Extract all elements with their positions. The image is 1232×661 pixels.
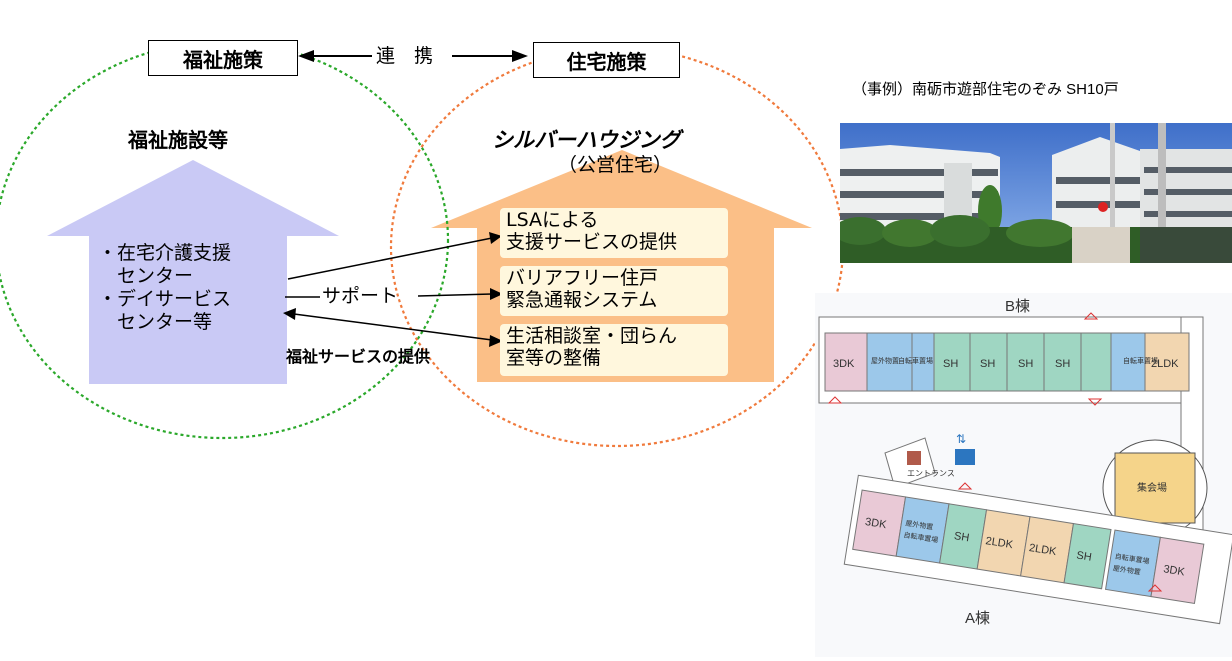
svg-text:3DK: 3DK xyxy=(1162,563,1186,578)
floor-plan: B棟 3DK 屋外物置 自転車置場 SH SH SH SH 自転車置場 2LDK… xyxy=(815,293,1232,657)
welfare-service-label: 福祉サービスの提供 xyxy=(286,347,431,366)
svg-text:3DK: 3DK xyxy=(864,516,888,531)
welfare-circle xyxy=(0,40,450,440)
svg-text:自転車置場: 自転車置場 xyxy=(1123,356,1158,365)
list-item: センター xyxy=(98,265,194,287)
welfare-house-shape xyxy=(47,160,339,384)
consultation-room-box-line1: 生活相談室・団らん xyxy=(506,325,678,347)
lsa-box-line2: 支援サービスの提供 xyxy=(506,231,678,253)
svg-text:2LDK: 2LDK xyxy=(985,535,1015,551)
public-housing-subheading: （公営住宅） xyxy=(558,154,673,176)
svg-text:2LDK: 2LDK xyxy=(1151,358,1179,370)
arrow-welfare-service xyxy=(293,313,493,341)
arrow-to-lsa xyxy=(287,237,493,280)
lsa-box-line1: LSAによる xyxy=(506,209,599,231)
housing-policy-box: 住宅施策 xyxy=(533,42,680,78)
barrierfree-box: バリアフリー住戸 緊急通報システム xyxy=(500,266,728,316)
svg-text:SH: SH xyxy=(1055,358,1070,370)
svg-text:⇅: ⇅ xyxy=(956,432,966,446)
housing-policy-label: 住宅施策 xyxy=(566,49,647,74)
welfare-facilities-heading: 福祉施設等 xyxy=(128,128,228,152)
barrierfree-box-line2: 緊急通報システム xyxy=(506,289,658,311)
welfare-policy-label: 福祉施策 xyxy=(183,47,263,72)
svg-text:屋外物置: 屋外物置 xyxy=(871,356,899,365)
svg-text:自転車置場: 自転車置場 xyxy=(898,356,933,365)
housing-photo xyxy=(840,123,1232,263)
link-label: 連 携 xyxy=(376,45,434,67)
lsa-box: LSAによる 支援サービスの提供 xyxy=(500,208,728,258)
svg-text:SH: SH xyxy=(1076,549,1093,563)
barrierfree-box-line1: バリアフリー住戸 xyxy=(506,267,659,289)
consultation-room-box: 生活相談室・団らん 室等の整備 xyxy=(500,324,728,376)
list-item: ・在宅介護支援 xyxy=(98,242,232,264)
example-caption: （事例）南砺市遊部住宅のぞみ SH10戸 xyxy=(852,81,1119,98)
svg-text:SH: SH xyxy=(1018,358,1033,370)
svg-text:SH: SH xyxy=(943,358,958,370)
welfare-policy-box: 福祉施策 xyxy=(148,40,298,76)
hall-label: 集会場 xyxy=(1137,481,1167,494)
list-item: ・デイサービス xyxy=(98,288,232,310)
building-a-label: A棟 xyxy=(965,610,990,627)
svg-text:3DK: 3DK xyxy=(833,358,855,370)
entrance-label: エントランス xyxy=(907,469,955,478)
svg-text:SH: SH xyxy=(953,530,970,544)
consultation-room-box-line2: 室等の整備 xyxy=(506,347,602,369)
support-label: サポート xyxy=(322,285,399,307)
building-b-label: B棟 xyxy=(1005,298,1030,315)
list-item: センター等 xyxy=(98,311,213,333)
svg-text:2LDK: 2LDK xyxy=(1028,542,1058,558)
svg-text:SH: SH xyxy=(980,358,995,370)
welfare-facility-list: ・在宅介護支援 センター ・デイサービス センター等 xyxy=(98,242,231,334)
silver-housing-heading: シルバーハウジング xyxy=(492,128,681,152)
